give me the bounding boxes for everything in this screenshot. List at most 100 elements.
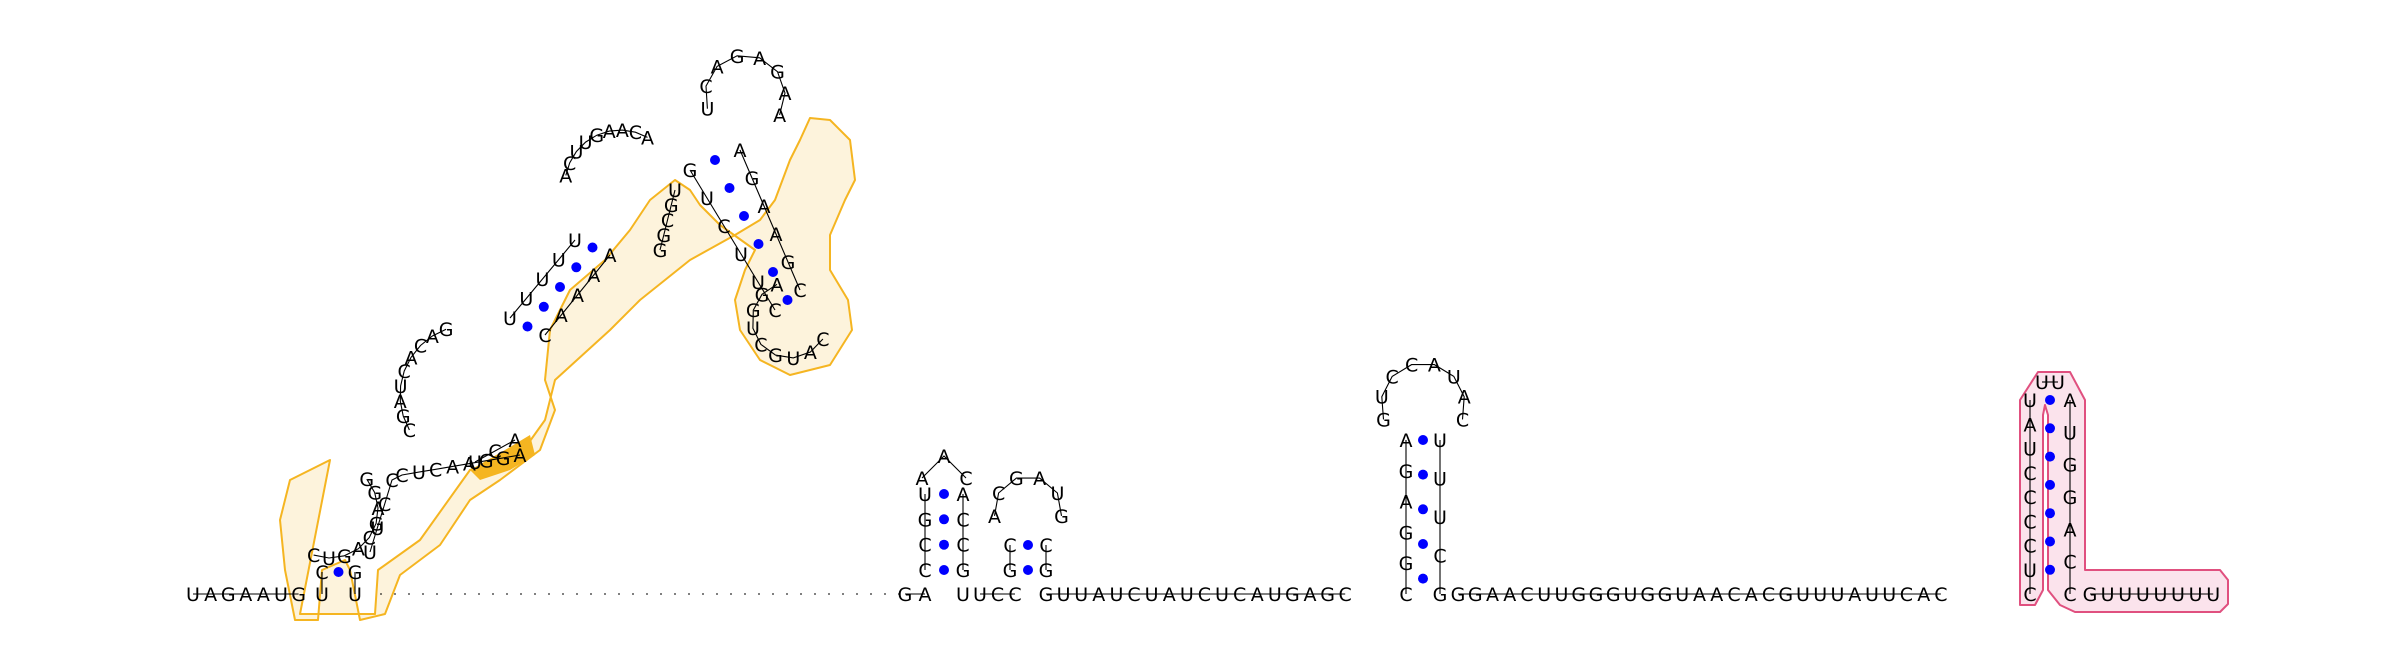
big-domain-lower-right-nt-9: A <box>463 454 476 476</box>
big-domain-stem-5p-nt-5: U <box>568 230 582 252</box>
terminator-stem-3p-nt-3: G <box>2063 455 2078 477</box>
spacer-1-nt-16: A <box>1304 584 1317 606</box>
terminator-loop-nt-2: U <box>2051 372 2065 394</box>
spacer-2-nt-29: C <box>1934 584 1947 606</box>
spacer-2-nt-16: A <box>1710 584 1723 606</box>
big-domain-lower-right-nt-3: C <box>378 494 391 516</box>
spacer-2-nt-21: U <box>1796 584 1810 606</box>
spacer-2-nt-28: A <box>1917 584 1930 606</box>
hairpin-a-base-pair-4 <box>939 489 949 499</box>
big-domain-small-loop-backbone <box>752 283 824 359</box>
spacer-2-nt-12: G <box>1640 584 1655 606</box>
big-domain-right-arm-5p-backbone <box>689 169 776 311</box>
linker-nt-2: A <box>919 584 932 606</box>
big-domain-right-arm-5p-nt-3: C <box>717 216 730 238</box>
big-domain-right-arm-3p-nt-6: C <box>793 280 806 302</box>
terminator-base-pair-3 <box>2045 508 2055 519</box>
big-domain-lower-right-nt-5: C <box>395 465 408 487</box>
spacer-2-nt-25: U <box>1865 584 1879 606</box>
hairpin-c-base-pair-2 <box>1418 539 1428 549</box>
terminator-stem-3p-nt-5: A <box>2064 519 2077 541</box>
big-domain-middle-loop-nt-6: A <box>405 347 418 369</box>
hairpin-a-stem-3p-nt-2: C <box>956 509 969 531</box>
big-domain-upper-right-nt-2: G <box>664 195 679 217</box>
spacer-1-nt-17: G <box>1320 584 1335 606</box>
terminator-base-pair-6 <box>2045 423 2055 434</box>
hairpin-c-stem-5p-nt-5: G <box>1399 461 1414 483</box>
hairpin-c-loop-nt-4: C <box>1405 355 1418 377</box>
spacer-2-nt-24: A <box>1848 584 1861 606</box>
hairpin-c-loop-nt-8: C <box>1456 409 1469 431</box>
hairpin-a-stem-5p-nt-3: G <box>918 509 933 531</box>
big-domain-motif-nt-1: U <box>468 452 482 474</box>
hairpin-c-stem-3p-nt-3: U <box>1433 507 1447 529</box>
big-domain-upper-loop-nt-6: A <box>603 121 616 143</box>
spacer-2-nt-6: U <box>1537 584 1551 606</box>
big-domain-stem-5p-nt-4: U <box>552 250 566 272</box>
hairpin-b-loop-nt-4: A <box>1033 468 1046 490</box>
terminator-highlight <box>2019 371 2229 613</box>
big-domain-stem-base-pair-3 <box>555 282 565 292</box>
big-domain-left-loop-nt-9: G <box>359 469 374 491</box>
big-domain-upper-loop-nt-9: A <box>641 127 654 149</box>
big-domain-motif-backbone <box>474 439 516 463</box>
big-domain-small-loop-nt-6: U <box>746 318 760 340</box>
five-prime-tail-nt-4: A <box>239 584 252 606</box>
hairpin-a-base-pair-2 <box>939 539 949 550</box>
big-domain-upper-loop-nt-3: U <box>569 142 583 164</box>
hairpin-b-stem-5p-nt-2: C <box>1003 535 1016 557</box>
big-domain-right-arm-base-pair-4 <box>753 239 764 249</box>
spacer-1-nt-3: U <box>1074 584 1088 606</box>
big-domain-right-arm-5p-nt-6: C <box>768 300 781 322</box>
hairpin-c-loop-nt-3: C <box>1386 366 1399 388</box>
hairpin-c-base-pair-3 <box>1418 504 1428 515</box>
big-domain-upper-right-nt-4: G <box>656 225 671 247</box>
big-domain-right-arm-base-pair-5 <box>768 267 778 277</box>
big-domain-top-loop-nt-3: A <box>711 56 724 78</box>
terminator-stem-3p-nt-6: C <box>2063 552 2076 574</box>
big-domain-stem-3p-nt-1: A <box>604 245 617 267</box>
big-domain-small-loop-nt-7: G <box>746 300 761 322</box>
spacer-1-nt-13: A <box>1251 584 1264 606</box>
big-domain-right-arm-3p-backbone <box>739 149 801 291</box>
linker-nt-1: G <box>898 584 913 606</box>
big-domain-base-stem-3p-nt-1: U <box>348 584 362 606</box>
terminator-stem-5p-nt-3: C <box>2023 536 2036 558</box>
three-prime-tail-nt-3: U <box>2118 584 2132 606</box>
terminator-stem-3p-nt-4: G <box>2063 487 2078 509</box>
terminator-base-pair-1 <box>2045 564 2055 575</box>
big-domain-small-loop-nt-1: C <box>816 329 829 351</box>
big-domain-middle-loop-nt-4: U <box>394 376 408 398</box>
big-domain-small-loop-nt-9: A <box>771 274 784 296</box>
hairpin-a-stem-5p-nt-2: C <box>918 535 931 557</box>
terminator-stem-5p-nt-6: C <box>2023 463 2036 485</box>
big-domain-left-loop-backbone <box>313 478 379 559</box>
spacer-1-nt-6: C <box>1127 584 1140 606</box>
hairpin-a-loop-nt-2: A <box>938 446 951 468</box>
spacer-2-nt-13: G <box>1658 584 1673 606</box>
hairpin-c-stem-3p-nt-5: G <box>1433 584 1448 606</box>
three-prime-tail-nt-5: U <box>2153 584 2167 606</box>
big-domain-right-arm-base-pair-3 <box>739 211 749 221</box>
hairpin-a-stem-5p-nt-4: U <box>918 484 932 506</box>
big-domain-right-arm-base-pair-2 <box>724 183 735 193</box>
terminator-stem-5p-nt-5: C <box>2023 487 2036 509</box>
spacer-a-nt-2: C <box>991 584 1004 606</box>
big-domain-stem-5p-nt-1: U <box>503 308 517 330</box>
hairpin-a-stem-3p-nt-1: A <box>957 484 970 506</box>
spacer-2-nt-3: A <box>1486 584 1499 606</box>
hairpin-a-stem-5p-nt-1: C <box>918 560 931 582</box>
big-domain-motif-nt-2: C <box>488 441 501 463</box>
big-domain-right-arm-3p-nt-3: A <box>758 196 771 218</box>
big-domain-left-loop-nt-6: G <box>369 513 384 535</box>
big-domain-stem-base-pair-2 <box>538 301 549 312</box>
five-prime-tail-nt-2: A <box>204 584 217 606</box>
hairpin-c-stem-5p-nt-4: A <box>1400 492 1413 514</box>
domain-highlight-outline <box>279 117 856 621</box>
spacer-2-nt-18: A <box>1745 584 1758 606</box>
big-domain-stem-base-pair-1 <box>522 321 533 332</box>
big-domain-top-loop-nt-5: A <box>753 48 766 70</box>
hairpin-c-loop-nt-2: U <box>1375 387 1389 409</box>
hairpin-a-loop-backbone <box>921 455 967 479</box>
big-domain-base-stem-3p-nt-2: G <box>348 562 363 584</box>
